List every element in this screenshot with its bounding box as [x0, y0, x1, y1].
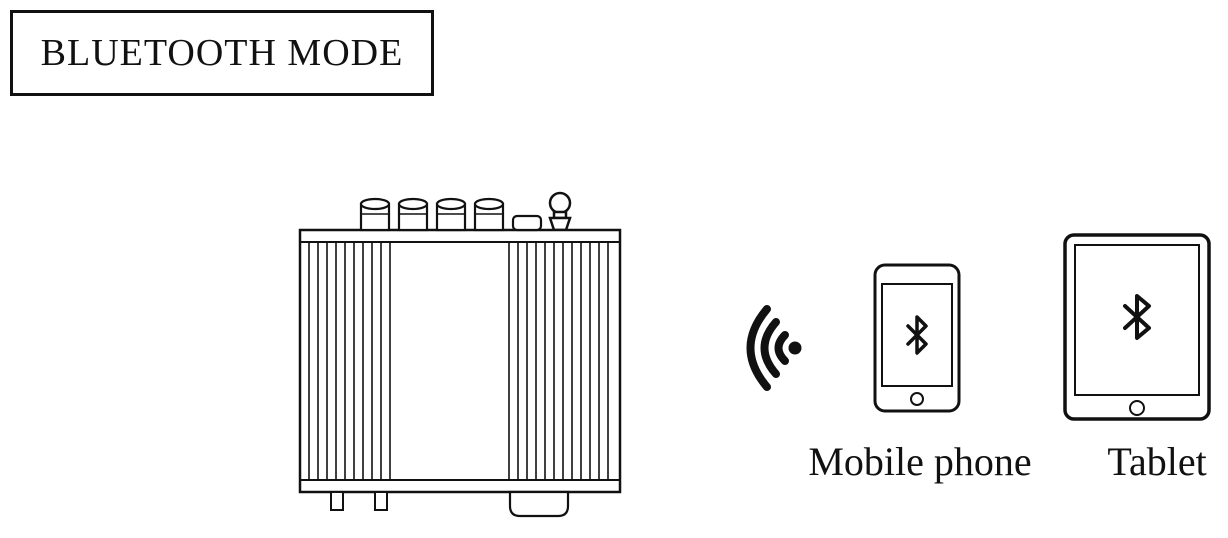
mobile-phone-illustration	[873, 263, 961, 413]
tablet-device	[1062, 232, 1212, 422]
switch-button-icon	[511, 214, 543, 232]
page-title: BLUETOOTH MODE	[40, 32, 404, 74]
phone-screen	[881, 283, 953, 387]
mobile-phone-label: Mobile phone	[808, 439, 1032, 484]
knob-icons	[359, 197, 505, 232]
wireless-signal-illustration	[746, 305, 802, 391]
bluetooth-icon	[1123, 294, 1151, 340]
heatsink-fins-left	[308, 242, 391, 480]
wireless-signal-icon	[715, 298, 805, 398]
amplifier-illustration	[298, 191, 622, 518]
antenna-icon	[548, 191, 572, 232]
tablet-illustration	[1063, 233, 1211, 421]
title-box: BLUETOOTH MODE	[10, 10, 434, 96]
amplifier-device	[295, 190, 625, 525]
bluetooth-icon	[906, 315, 928, 355]
connector-icon	[508, 490, 570, 518]
tablet-screen	[1074, 244, 1200, 396]
mobile-phone-device	[872, 262, 962, 414]
heatsink-fins-right	[508, 242, 609, 480]
home-button-icon	[1129, 400, 1145, 416]
tablet-label: Tablet	[1107, 439, 1207, 484]
amplifier-feet	[330, 491, 388, 511]
home-button-icon	[910, 392, 924, 406]
